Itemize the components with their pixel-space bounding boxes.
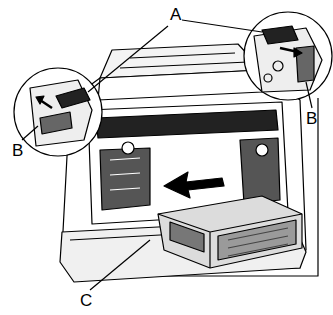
guide-knob (122, 142, 134, 154)
inset-arrowhead (36, 96, 44, 104)
toner-cartridge (158, 196, 302, 268)
leader-line (306, 82, 312, 108)
callout-letter: C (80, 292, 92, 309)
inset-housing (30, 80, 92, 146)
cartridge-ribs (228, 228, 288, 256)
leader-line (22, 126, 38, 140)
leader-line (88, 26, 168, 92)
cartridge-end (170, 222, 204, 252)
interior-guide (240, 138, 280, 204)
guide-ribs (110, 158, 140, 190)
cartridge-edges (158, 214, 302, 268)
inset-hole (264, 74, 272, 82)
leader-line (90, 240, 150, 290)
body-edge (98, 70, 262, 100)
inset-part (40, 112, 72, 134)
callout-letter: B (12, 142, 23, 159)
insert-arrow (164, 172, 224, 198)
release-lever (56, 88, 90, 108)
callout-letter: A (170, 6, 181, 23)
callout-letter: B (306, 110, 317, 127)
leader-line (182, 20, 262, 32)
guide-knob (256, 144, 268, 156)
cartridge-face (218, 220, 296, 260)
interior-guide (100, 148, 150, 210)
interior-shadow (96, 110, 278, 138)
detail-inset (14, 68, 102, 156)
detail-inset (244, 12, 332, 100)
release-lever (262, 26, 298, 44)
inset-hole (273, 61, 283, 71)
inset-arrowhead (294, 48, 302, 57)
tray-lines (120, 53, 248, 68)
